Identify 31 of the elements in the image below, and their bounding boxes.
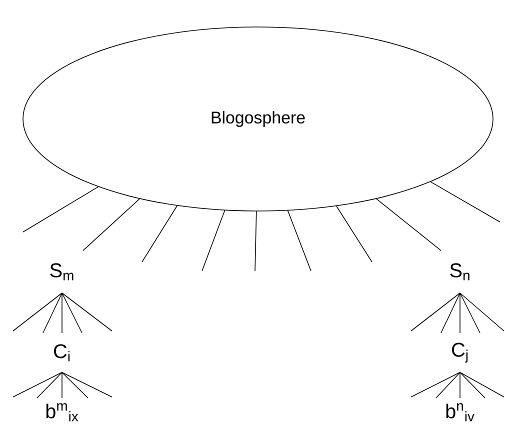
- line: [202, 210, 226, 272]
- node-label: S$_{n}$: [450, 263, 470, 280]
- line: [22, 186, 99, 232]
- node-label: C$_{j}$: [452, 342, 468, 363]
- line: [62, 372, 112, 398]
- line: [62, 292, 82, 334]
- node-label: b$^{n}$iv: [446, 403, 474, 422]
- line: [436, 372, 460, 398]
- line: [410, 292, 460, 332]
- line: [254, 211, 257, 272]
- node-label: C$_{i}$: [54, 344, 70, 362]
- node-label: S$_{m}$: [50, 263, 74, 280]
- line: [460, 292, 480, 334]
- line: [62, 292, 112, 332]
- line: [42, 292, 62, 334]
- line: [410, 372, 460, 398]
- line: [376, 198, 442, 251]
- line: [36, 372, 62, 398]
- line: [460, 292, 504, 332]
- line: [440, 292, 460, 334]
- line: [460, 372, 504, 398]
- line: [460, 372, 486, 398]
- line: [142, 205, 178, 262]
- node-label: b$^{m}$ix: [46, 403, 78, 422]
- line: [287, 210, 312, 272]
- line: [430, 181, 500, 222]
- line: [336, 206, 372, 262]
- line: [12, 292, 62, 332]
- line: [12, 372, 62, 398]
- line: [62, 372, 88, 398]
- line: [82, 198, 140, 251]
